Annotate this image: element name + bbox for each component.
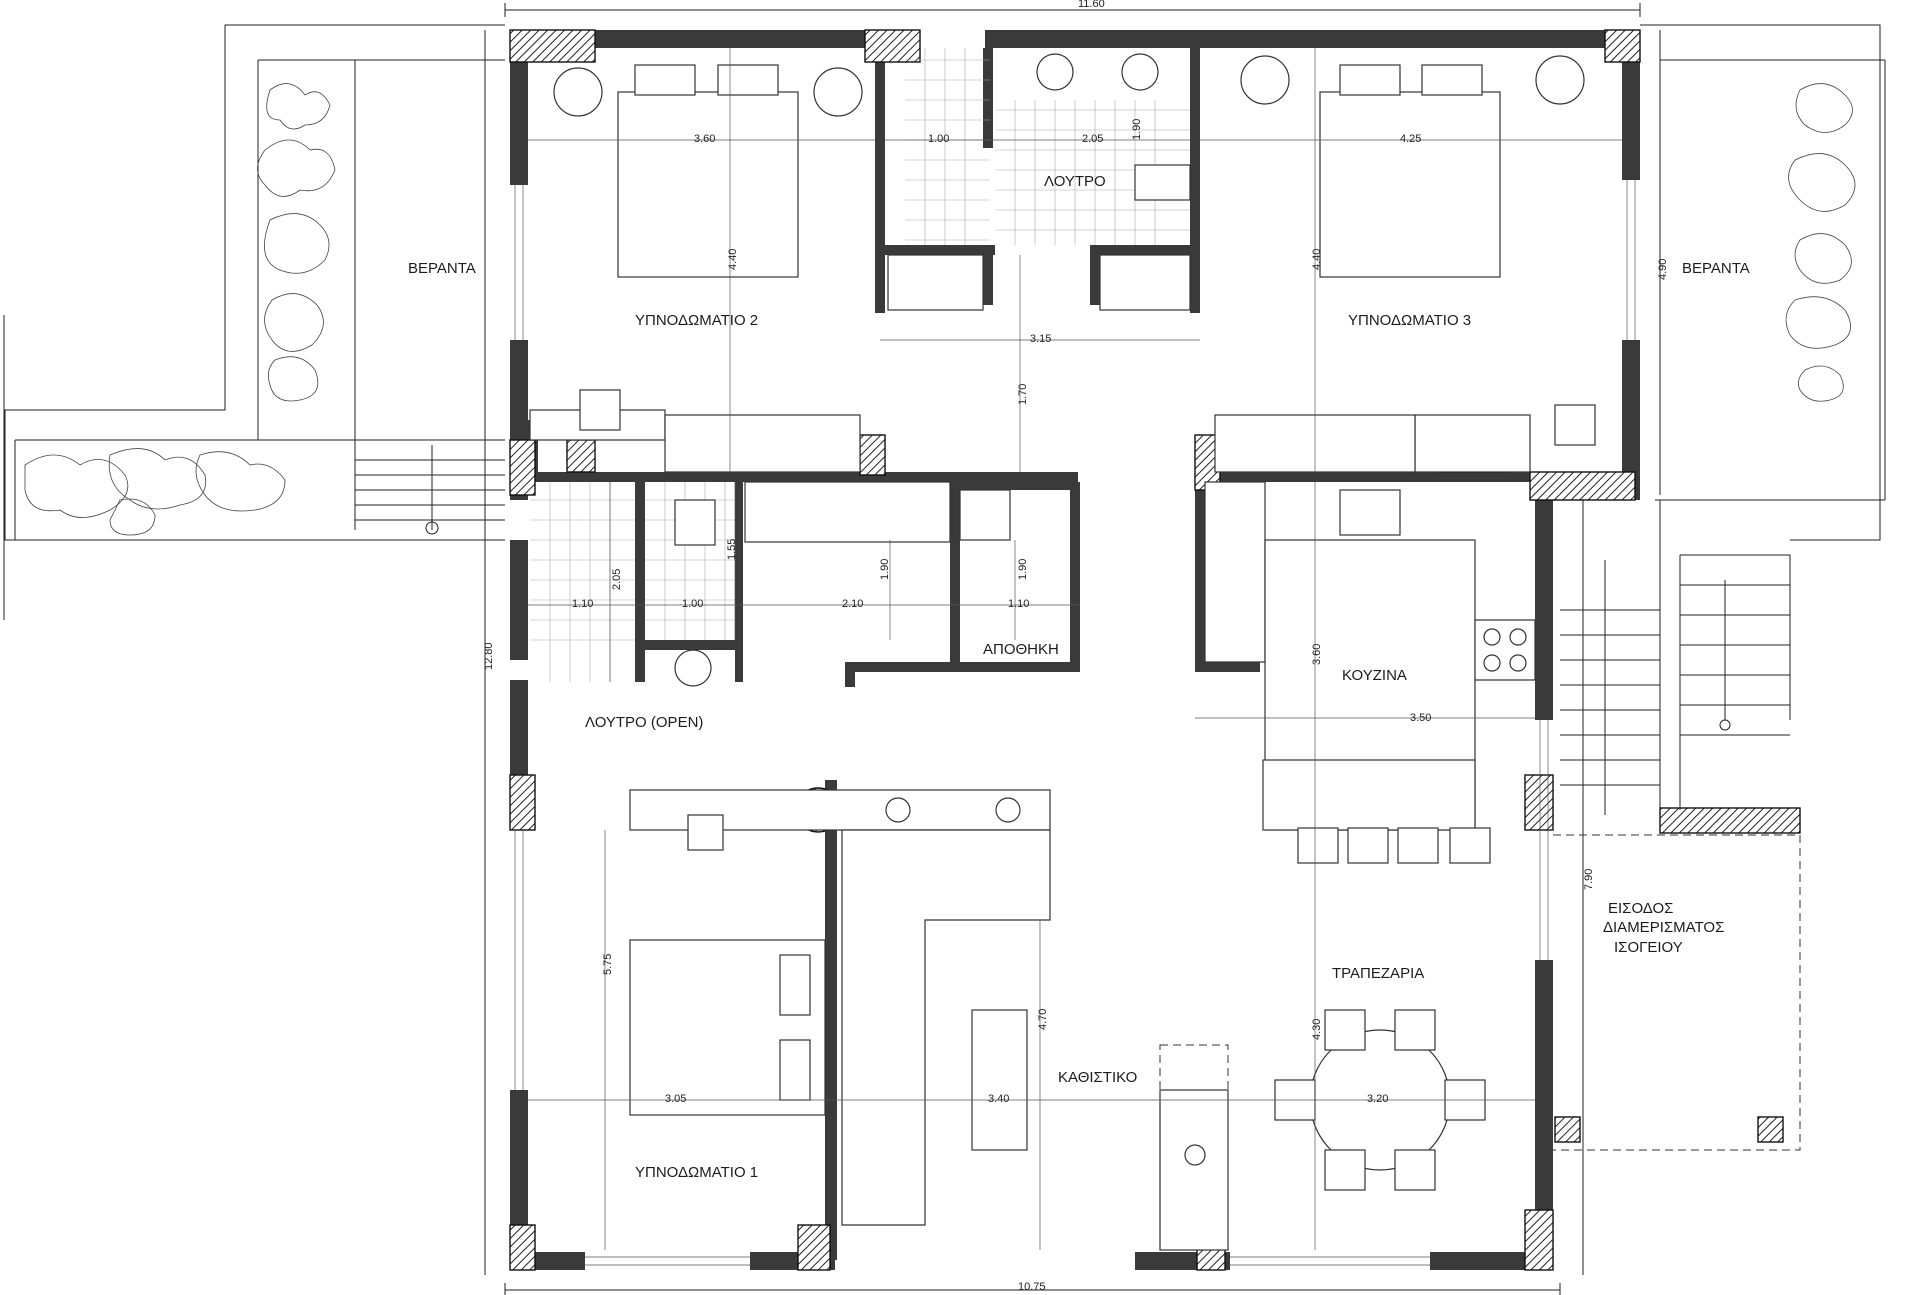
label-entrance-line-3: ΙΣΟΓΕΙΟΥ bbox=[1614, 939, 1683, 956]
dimension-guides bbox=[528, 48, 1622, 1250]
dimension-labels: 11.60 10.75 12.80 7.90 4.90 3.60 4.40 1.… bbox=[483, 0, 1669, 1293]
label-living: ΚΑΘΙΣΤΙΚΟ bbox=[1058, 1069, 1137, 1086]
veranda-right-outline bbox=[1640, 24, 1886, 541]
dim-shower-width: 1.00 bbox=[682, 598, 703, 610]
dim-wardrobe-depth: 1.90 bbox=[879, 559, 891, 580]
dim-right-veranda: 4.90 bbox=[1657, 259, 1669, 280]
label-bedroom-3: ΥΠΝΟΔΩΜΑΤΙΟ 3 bbox=[1348, 312, 1471, 329]
dim-dining-depth: 4.30 bbox=[1311, 1019, 1323, 1040]
dim-storage-width: 1.10 bbox=[1008, 598, 1029, 610]
label-entrance-line-1: ΕΙΣΟΔΟΣ bbox=[1608, 900, 1673, 917]
dim-bed2-depth: 4.40 bbox=[727, 249, 739, 270]
label-veranda-right: ΒΕΡΑΝΤΑ bbox=[1682, 260, 1750, 277]
label-veranda-left: ΒΕΡΑΝΤΑ bbox=[408, 260, 476, 277]
planter-trees-right bbox=[1785, 83, 1856, 402]
bathroom-tiles bbox=[530, 48, 1190, 682]
dim-bottom-total: 10.75 bbox=[1018, 1281, 1046, 1293]
label-bedroom-2: ΥΠΝΟΔΩΜΑΤΙΟ 2 bbox=[635, 312, 758, 329]
windows bbox=[514, 180, 1636, 1266]
label-storage: ΑΠΟΘΗΚΗ bbox=[983, 641, 1059, 658]
label-kitchen: ΚΟΥΖΙΝΑ bbox=[1342, 667, 1407, 684]
dim-shower-depth: 1.55 bbox=[726, 539, 738, 560]
dim-wc-width: 1.10 bbox=[572, 598, 593, 610]
dim-kitchen-width: 3.50 bbox=[1410, 712, 1431, 724]
dim-hall-width: 3.15 bbox=[1030, 333, 1051, 345]
dim-living-depth: 4.70 bbox=[1037, 1009, 1049, 1030]
label-bathroom: ΛΟΥΤΡΟ bbox=[1044, 173, 1106, 190]
label-bedroom-1: ΥΠΝΟΔΩΜΑΤΙΟ 1 bbox=[635, 1164, 758, 1181]
dim-top-total: 11.60 bbox=[1078, 0, 1105, 10]
dim-kitchen-depth: 3.60 bbox=[1311, 644, 1323, 665]
dim-bath-c: 1.90 bbox=[1131, 119, 1143, 140]
label-bathroom-open: ΛΟΥΤΡΟ (OPEN) bbox=[585, 714, 703, 731]
room-labels: ΒΕΡΑΝΤΑ ΒΕΡΑΝΤΑ ΥΠΝΟΔΩΜΑΤΙΟ 2 ΥΠΝΟΔΩΜΑΤΙ… bbox=[408, 173, 1750, 1181]
overall-dimension-lines bbox=[484, 3, 1661, 1295]
veranda-left-outline bbox=[3, 24, 505, 620]
entrance-stairs bbox=[1553, 500, 1801, 1151]
label-dining: ΤΡΑΠΕΖΑΡΙΑ bbox=[1332, 965, 1424, 982]
dim-bed1-depth: 5.75 bbox=[602, 954, 614, 975]
dim-bed2-width: 3.60 bbox=[694, 133, 715, 145]
dim-wardrobe-width: 2.10 bbox=[842, 598, 863, 610]
dim-bed3-width: 4.25 bbox=[1400, 133, 1421, 145]
planter-trees-left bbox=[24, 83, 336, 536]
dim-bath-a: 1.00 bbox=[928, 133, 949, 145]
dim-wc-depth: 2.05 bbox=[611, 569, 623, 590]
dim-left-total: 12.80 bbox=[483, 642, 495, 670]
walls bbox=[510, 30, 1640, 1270]
dim-storage-depth: 1.90 bbox=[1017, 559, 1029, 580]
dim-bath-b: 2.05 bbox=[1082, 133, 1103, 145]
dim-right-total: 7.90 bbox=[1583, 869, 1595, 890]
dim-bed1-width: 3.05 bbox=[665, 1093, 686, 1105]
dim-hall-depth: 1.70 bbox=[1017, 384, 1029, 405]
dim-living-width: 3.40 bbox=[988, 1093, 1009, 1105]
label-entrance-line-2: ΔΙΑΜΕΡΙΣΜΑΤΟΣ bbox=[1603, 919, 1724, 936]
dim-dining-width: 3.20 bbox=[1367, 1093, 1388, 1105]
dim-bed3-depth: 4.40 bbox=[1311, 249, 1323, 270]
furniture bbox=[529, 53, 1596, 1251]
